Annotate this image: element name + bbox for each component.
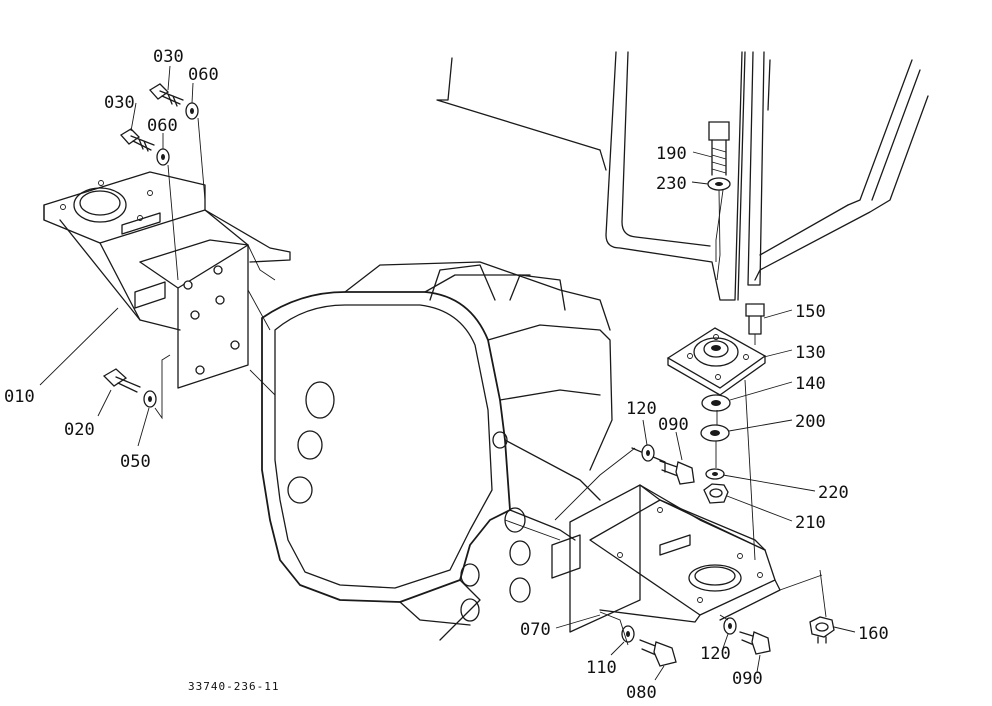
callout-030-lower: 030 — [104, 93, 135, 113]
cab-frame-outline — [436, 51, 929, 301]
callout-050: 050 — [120, 452, 151, 472]
assembly-lines — [154, 117, 827, 646]
callout-120-upper: 120 — [626, 399, 657, 419]
washer-120-upper — [641, 444, 655, 462]
washer-060-lower — [156, 148, 170, 166]
callout-230: 230 — [656, 174, 687, 194]
bolt-080 — [639, 639, 677, 667]
bolt-190 — [708, 121, 730, 176]
callout-060-upper: 060 — [188, 65, 219, 85]
callout-080: 080 — [626, 683, 657, 703]
mount-130 — [666, 327, 767, 396]
bolt-030-upper — [148, 83, 184, 107]
callout-190: 190 — [656, 144, 687, 164]
washer-110 — [621, 625, 635, 643]
callout-160: 160 — [858, 624, 889, 644]
callout-090-upper: 090 — [658, 415, 689, 435]
callout-070: 070 — [520, 620, 551, 640]
washer-060-upper — [185, 102, 199, 120]
leader-lines — [39, 65, 856, 681]
transmission-housing — [261, 261, 613, 641]
callout-010: 010 — [4, 387, 35, 407]
callout-200: 200 — [795, 412, 826, 432]
washer-220 — [705, 468, 725, 480]
bolt-030-lower — [119, 128, 155, 152]
washer-200 — [700, 424, 730, 442]
callout-130: 130 — [795, 343, 826, 363]
callout-210: 210 — [795, 513, 826, 533]
washer-230 — [707, 177, 731, 191]
washer-140 — [701, 394, 731, 412]
callout-labels: 030 060 030 060 010 020 050 190 230 150 … — [4, 47, 889, 703]
callout-220: 220 — [818, 483, 849, 503]
fasteners — [102, 83, 835, 667]
left-bracket-010 — [43, 171, 291, 389]
bolt-090-lower — [739, 631, 771, 655]
nut-160 — [809, 616, 835, 644]
drawing-number: 33740-236-11 — [188, 680, 279, 693]
callout-020: 020 — [64, 420, 95, 440]
bolt-020 — [102, 368, 141, 393]
washer-120-lower — [723, 617, 737, 635]
callout-030-upper: 030 — [153, 47, 184, 67]
right-bracket-070 — [551, 447, 781, 633]
callout-150: 150 — [795, 302, 826, 322]
callout-110: 110 — [586, 658, 617, 678]
callout-090-lower: 090 — [732, 669, 763, 689]
callout-120-lower: 120 — [700, 644, 731, 664]
nut-210 — [703, 483, 729, 504]
bolt-150 — [745, 303, 765, 335]
washer-050 — [143, 390, 157, 408]
callout-140: 140 — [795, 374, 826, 394]
bolt-090-upper — [659, 460, 695, 485]
callout-060-lower: 060 — [147, 116, 178, 136]
